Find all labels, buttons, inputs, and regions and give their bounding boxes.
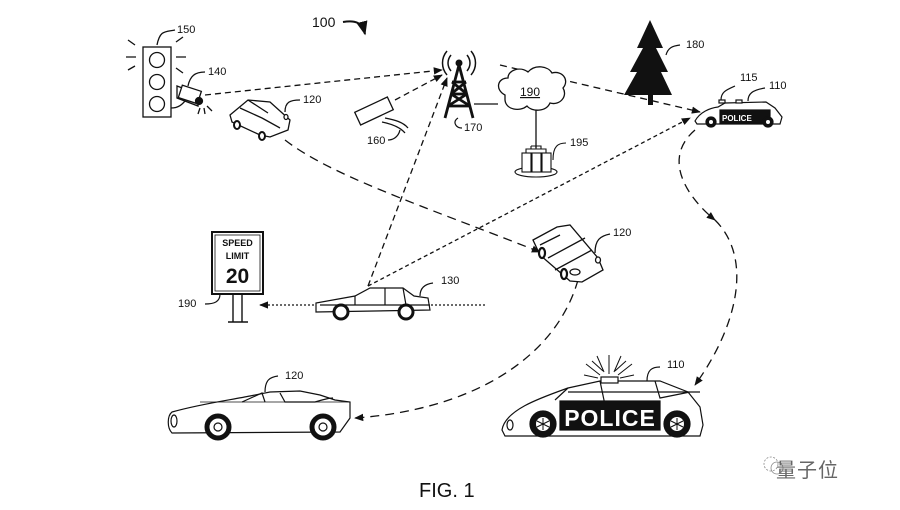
car-top: 120 (229, 94, 321, 141)
police-car-small-ref: 110 (769, 80, 787, 92)
link-camera160-tower (394, 74, 443, 101)
cell-tower: 170 (441, 50, 498, 134)
sedan-ref: 130 (441, 275, 459, 287)
servers-ref: 195 (570, 137, 588, 149)
light-camera-ref: 140 (208, 66, 226, 78)
system-ref: 100 (312, 14, 368, 36)
tree-ref: 180 (686, 39, 704, 51)
light-camera: 140 (170, 66, 226, 115)
police-car-small-label: POLICE (722, 114, 752, 123)
connection-lines (204, 64, 738, 422)
link-camera140-tower (204, 67, 443, 96)
speed-sign-line2: LIMIT (226, 251, 250, 261)
standalone-camera-ref: 160 (367, 135, 385, 147)
traffic-light: 150 (126, 24, 195, 118)
figure-caption: FIG. 1 (419, 480, 475, 502)
path-police-pursuit (678, 129, 716, 221)
police-car-large-ref: 110 (667, 359, 685, 371)
traffic-light-ref: 150 (177, 24, 195, 36)
watermark-text: 量子位 (776, 458, 839, 482)
speed-sign-value: 20 (226, 265, 249, 288)
car-bottom-ref: 120 (285, 370, 303, 382)
cell-tower-ref: 170 (464, 122, 482, 134)
path-car-top-to-middle (284, 139, 541, 253)
car-middle-ref: 120 (613, 227, 631, 239)
servers: 195 (514, 137, 588, 178)
system-ref-label: 100 (312, 14, 336, 30)
sedan: 130 (315, 275, 459, 321)
car-middle: 120 (532, 224, 631, 283)
police-car-large-label: POLICE (564, 405, 656, 431)
link-sedan-police (367, 117, 691, 287)
speed-sign-ref: 190 (178, 298, 196, 310)
link-sedan-tower (367, 77, 448, 287)
link-tower-police (499, 64, 701, 114)
speed-sign-line1: SPEED (222, 238, 253, 248)
path-car-middle-to-bottom (354, 279, 579, 422)
wechat-logo-icon (763, 456, 784, 475)
speed-limit-sign: SPEED LIMIT 20 190 (178, 231, 264, 323)
standalone-camera: 160 (353, 96, 409, 147)
network-cloud-ref: 190 (520, 85, 540, 99)
car-top-ref: 120 (303, 94, 321, 106)
car-bottom: 120 (167, 370, 351, 441)
police-car-large: POLICE 110 (501, 355, 704, 438)
network-cloud: 190 (497, 66, 567, 148)
tree: 180 (624, 20, 704, 105)
police-car-small: POLICE 115 110 (694, 72, 787, 128)
path-police-pursuit-2 (694, 219, 738, 386)
police-light-ref: 115 (740, 72, 758, 84)
